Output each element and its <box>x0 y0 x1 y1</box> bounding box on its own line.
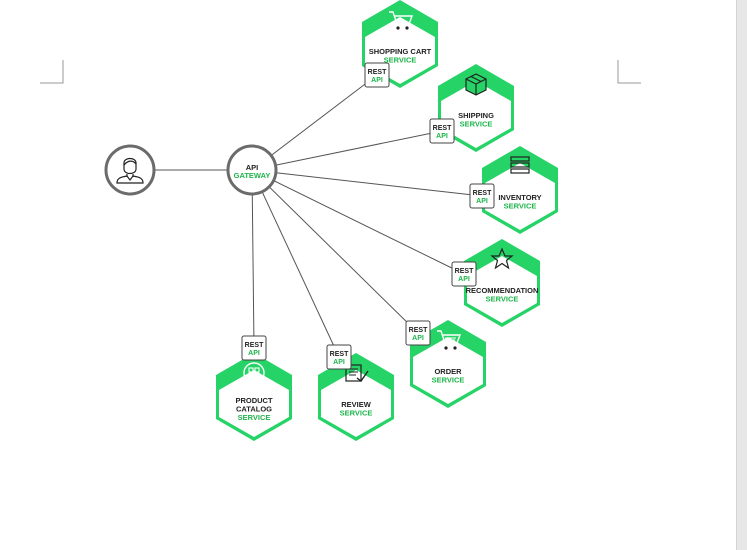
scrollbar-gutter[interactable] <box>736 0 747 550</box>
order-label: ORDER <box>434 367 462 376</box>
inventory-label: INVENTORY <box>498 193 541 202</box>
rest-badge-line1: REST <box>245 342 264 349</box>
rest-badge-line1: REST <box>433 125 452 132</box>
rest-badge-line2: API <box>371 77 383 84</box>
shopping-cart-connector <box>251 74 378 171</box>
rest-badges-layer: RESTAPIRESTAPIRESTAPIRESTAPIRESTAPIRESTA… <box>241 62 495 370</box>
services-layer: SHOPPING CARTSERVICESHIPPINGSERVICEINVEN… <box>216 0 558 441</box>
product-catalog-label: CATALOG <box>236 405 272 414</box>
order-cart-icon <box>437 330 462 350</box>
rest-badge-line2: API <box>458 276 470 283</box>
rest-badge-line2: API <box>476 198 488 205</box>
shopping-cart-label: SHOPPING CART <box>369 47 432 56</box>
shopping-cart-icon <box>389 11 414 30</box>
product-catalog-connector <box>251 169 255 349</box>
recommendation-label: RECOMMENDATION <box>466 286 539 295</box>
inventory-sublabel: SERVICE <box>504 202 537 211</box>
grid-icon <box>243 362 265 384</box>
client-node <box>104 144 156 196</box>
shipping-sublabel: SERVICE <box>460 120 493 129</box>
recommendation-connector <box>251 169 465 275</box>
rest-badge-line1: REST <box>330 351 349 358</box>
inventory-connector <box>251 169 483 197</box>
stack-icon <box>510 156 530 174</box>
order-connector <box>251 169 419 334</box>
rest-badge-line1: REST <box>368 69 387 76</box>
gateway-label-line2: GATEWAY <box>234 171 271 180</box>
star-icon <box>490 247 514 270</box>
rest-badge-line2: API <box>248 350 260 357</box>
order-sublabel: SERVICE <box>432 376 465 385</box>
review-connector <box>251 169 340 358</box>
user-icon <box>116 157 144 184</box>
product-catalog-sublabel: SERVICE <box>238 413 271 422</box>
shopping-cart-sublabel: SERVICE <box>384 56 417 65</box>
box-icon <box>465 73 487 96</box>
connector-lines <box>154 74 483 358</box>
rest-badge-line2: API <box>412 335 424 342</box>
api-gateway-node: API GATEWAY <box>226 144 278 196</box>
shipping-label: SHIPPING <box>458 111 494 120</box>
rest-badge-line2: API <box>333 359 345 366</box>
rest-badge-line1: REST <box>409 327 428 334</box>
gateway-label-line1: API <box>246 163 259 172</box>
rest-badge-line1: REST <box>455 268 474 275</box>
review-sublabel: SERVICE <box>340 409 373 418</box>
product-catalog-label: PRODUCT <box>235 396 273 405</box>
recommendation-sublabel: SERVICE <box>486 295 519 304</box>
crop-marks <box>40 60 641 84</box>
rest-badge-line2: API <box>436 133 448 140</box>
rest-badge-line1: REST <box>473 190 492 197</box>
shipping-connector <box>251 130 443 171</box>
review-label: REVIEW <box>341 400 372 409</box>
